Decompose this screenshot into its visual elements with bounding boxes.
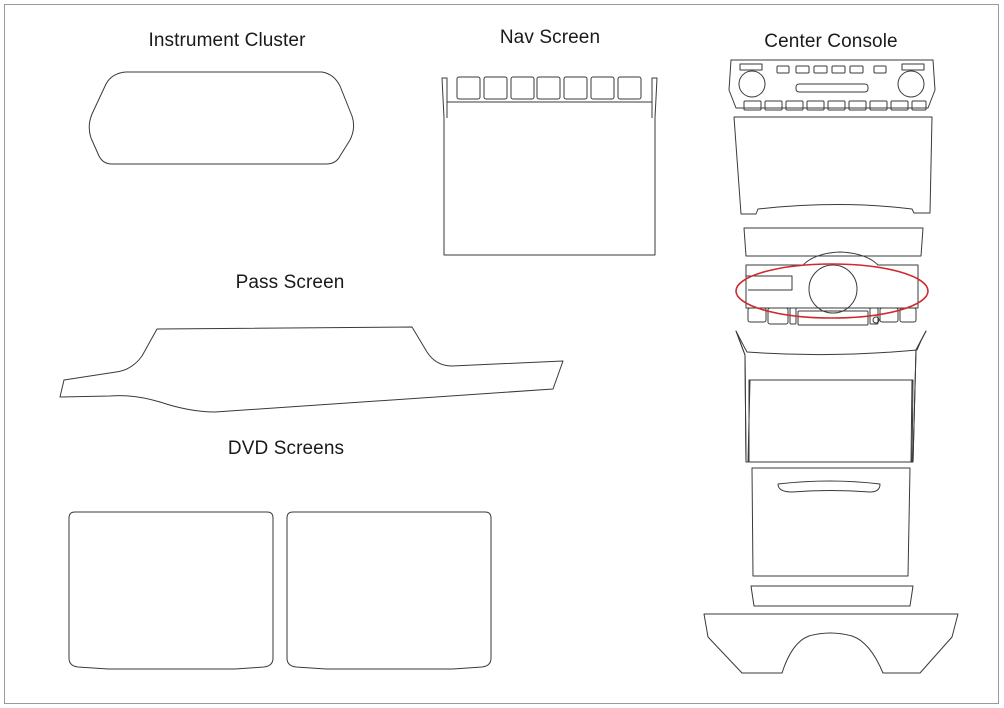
label-dvd-screens: DVD Screens <box>227 438 345 459</box>
label-nav-screen: Nav Screen <box>499 27 601 48</box>
console-upper-panel <box>733 116 933 215</box>
console-tray <box>751 467 911 577</box>
console-base <box>703 613 959 674</box>
nav-screen-buttons <box>456 76 642 100</box>
dvd-screen-right <box>286 511 492 670</box>
instrument-cluster-outline <box>88 71 355 165</box>
label-center-console: Center Console <box>764 31 898 52</box>
pass-screen-outline <box>59 326 564 413</box>
label-pass-screen: Pass Screen <box>235 272 345 293</box>
console-mid-frame <box>735 330 927 463</box>
console-climate-panel <box>745 251 919 326</box>
console-strip <box>743 227 924 257</box>
console-button-row <box>743 100 927 111</box>
label-instrument-cluster: Instrument Cluster <box>148 30 306 51</box>
highlight-ellipse <box>735 263 929 319</box>
dvd-screen-left <box>68 511 274 670</box>
nav-screen-outline <box>441 77 658 256</box>
template-sheet <box>4 4 999 704</box>
console-radio-panel <box>728 59 936 109</box>
console-lower-strip <box>750 585 914 607</box>
